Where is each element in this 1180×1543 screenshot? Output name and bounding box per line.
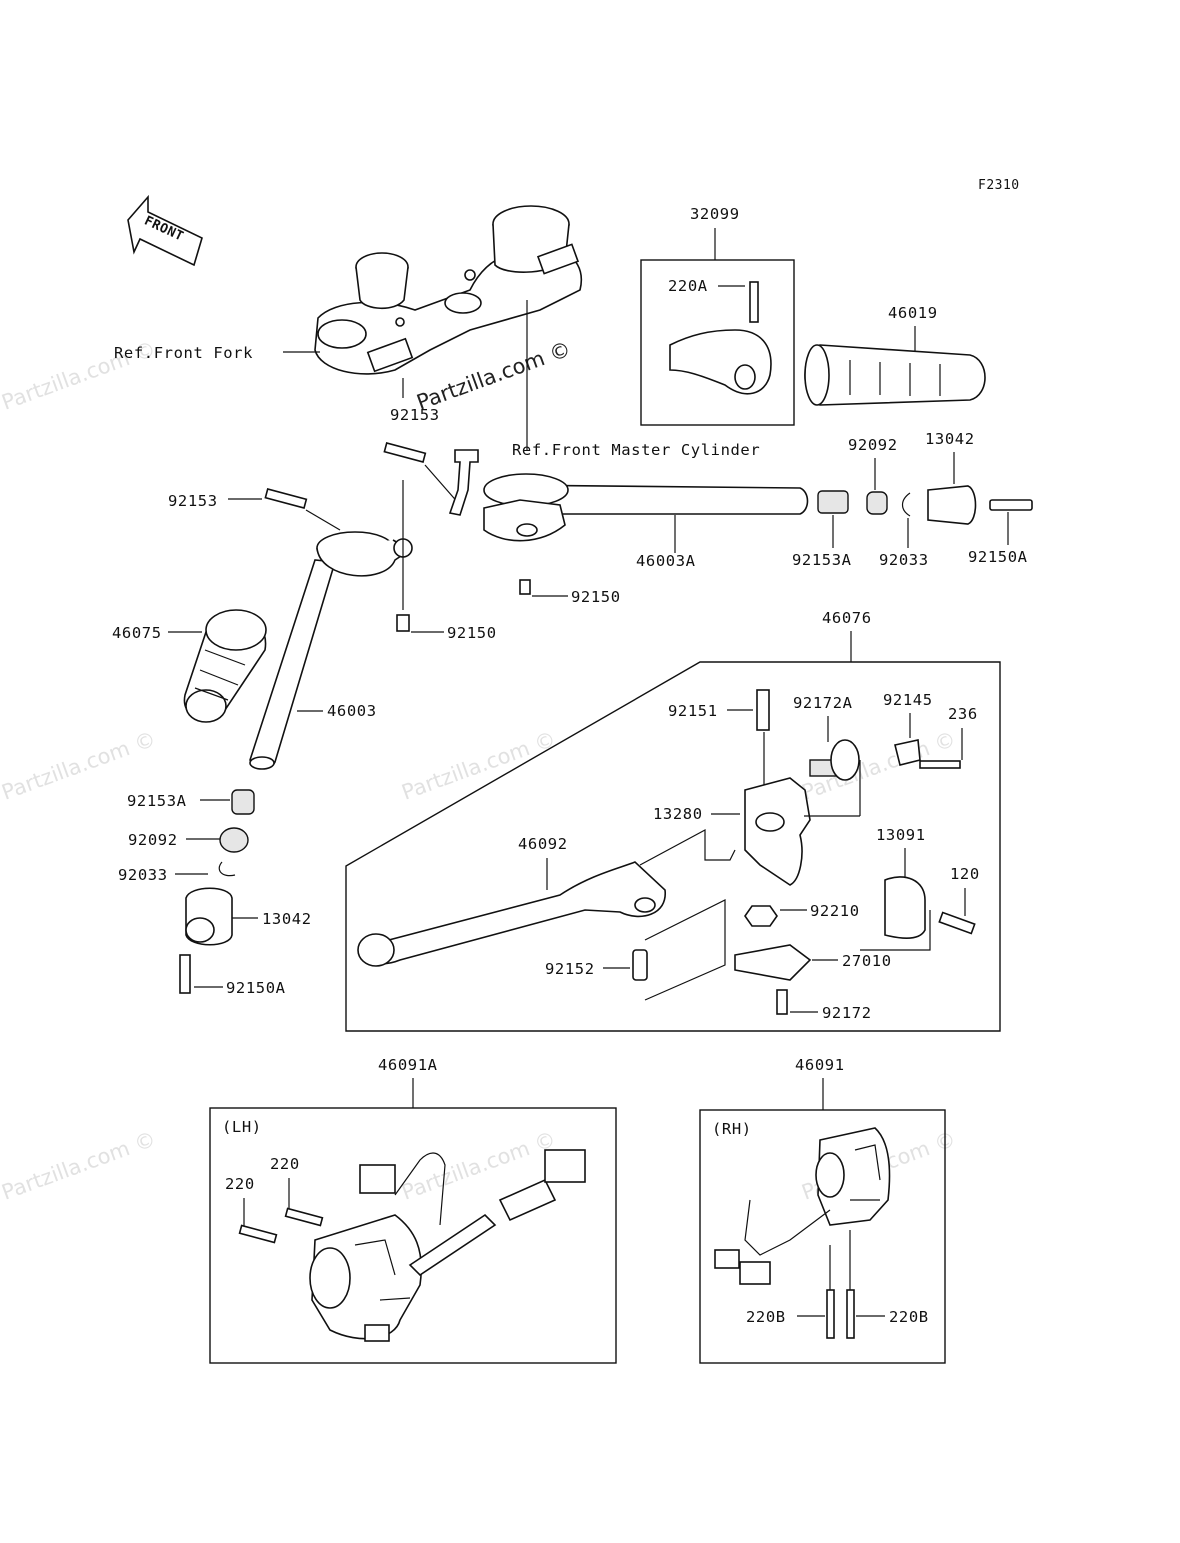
- label-13042-left: 13042: [262, 910, 312, 928]
- watermark-main: Partzilla.com ©: [414, 337, 574, 415]
- label-46091A: 46091A: [378, 1056, 438, 1074]
- lever-46092: [357, 861, 666, 967]
- label-92152: 92152: [545, 960, 595, 978]
- label-220B-a: 220B: [746, 1308, 786, 1326]
- watermark-5: Partzilla.com ©: [0, 1127, 159, 1205]
- label-46091: 46091: [795, 1056, 845, 1074]
- label-46076: 46076: [822, 609, 872, 627]
- triple-clamp: [314, 205, 582, 375]
- label-92151: 92151: [668, 702, 718, 720]
- front-arrow-icon: FRONT: [127, 194, 203, 267]
- label-27010: 27010: [842, 952, 892, 970]
- label-92150A-left: 92150A: [226, 979, 286, 997]
- label-92210: 92210: [810, 902, 860, 920]
- label-46019: 46019: [888, 304, 938, 322]
- watermark-3: Partzilla.com ©: [399, 727, 559, 805]
- lever-holder-13280: [744, 777, 811, 886]
- label-32099: 32099: [690, 205, 740, 223]
- grip-46075: [183, 609, 267, 723]
- label-220B-b: 220B: [889, 1308, 929, 1326]
- bar-end-right: 92153A 92092 92033 13042 92150A: [792, 430, 1033, 569]
- label-46075: 46075: [112, 624, 162, 642]
- label-92033-left: 92033: [118, 866, 168, 884]
- group-box-32099: [640, 259, 795, 426]
- group-box-46076: [345, 661, 1001, 1032]
- group-box-46091: [699, 1109, 946, 1364]
- label-92172A: 92172A: [793, 694, 853, 712]
- group-label-rh: (RH): [712, 1120, 752, 1138]
- handlebar-46003A: [483, 473, 809, 542]
- switch-housing-rh: [815, 1127, 891, 1226]
- label-220-b: 220: [225, 1175, 255, 1193]
- label-92033-right: 92033: [879, 551, 929, 569]
- switch-housing-lh: [309, 1214, 423, 1342]
- label-46003A: 46003A: [636, 552, 696, 570]
- label-92150-left: 92150: [447, 624, 497, 642]
- label-92153A-right: 92153A: [792, 551, 852, 569]
- label-220A: 220A: [668, 277, 708, 295]
- label-92092-left: 92092: [128, 831, 178, 849]
- label-92153-top: 92153: [390, 406, 440, 424]
- grip-46019: [804, 344, 986, 406]
- label-92145: 92145: [883, 691, 933, 709]
- label-46092: 46092: [518, 835, 568, 853]
- label-92172: 92172: [822, 1004, 872, 1022]
- adjuster-92172A: [809, 739, 860, 781]
- label-92153A-left: 92153A: [127, 792, 187, 810]
- label-236: 236: [948, 705, 978, 723]
- handlebar-46003: [249, 531, 413, 770]
- ref-front-master-cylinder: Ref.Front Master Cylinder: [512, 441, 760, 459]
- label-220-a: 220: [270, 1155, 300, 1173]
- figure-code: F2310: [978, 178, 1020, 193]
- ref-front-fork: Ref.Front Fork: [114, 344, 253, 362]
- label-13042-right: 13042: [925, 430, 975, 448]
- group-box-46091A: [209, 1107, 617, 1364]
- label-120: 120: [950, 865, 980, 883]
- group-label-lh: (LH): [222, 1118, 262, 1136]
- label-46003: 46003: [327, 702, 377, 720]
- label-92153-left: 92153: [168, 492, 218, 510]
- label-13280: 13280: [653, 805, 703, 823]
- label-92150-mid: 92150: [571, 588, 621, 606]
- label-92092-right: 92092: [848, 436, 898, 454]
- label-92150A-right: 92150A: [968, 548, 1028, 566]
- label-13091: 13091: [876, 826, 926, 844]
